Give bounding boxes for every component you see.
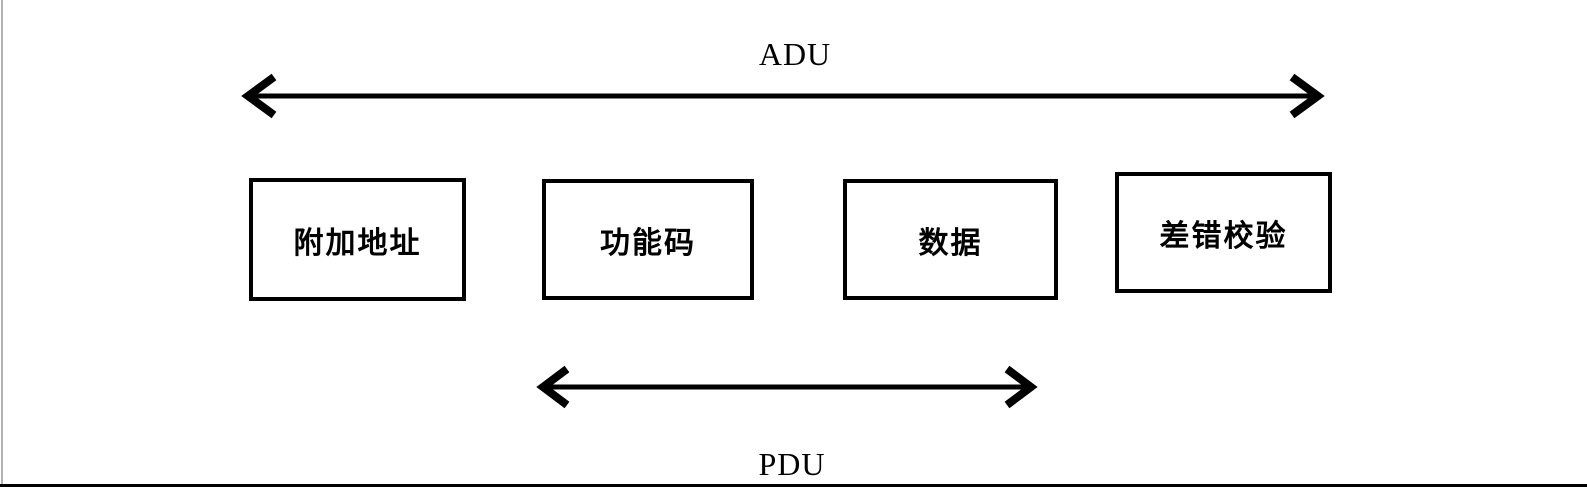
field-box-data: 数据 — [843, 179, 1058, 300]
field-box-function-code: 功能码 — [542, 179, 754, 300]
adu-double-arrow — [241, 73, 1325, 119]
page-bottom-border — [0, 484, 1587, 487]
page-left-border — [1, 0, 3, 487]
field-box-error-check: 差错校验 — [1115, 172, 1332, 293]
field-box-additional-address-label: 附加地址 — [293, 226, 422, 260]
field-box-error-check-label: 差错校验 — [1159, 219, 1288, 253]
field-box-data-label: 数据 — [918, 226, 983, 260]
field-box-additional-address: 附加地址 — [249, 178, 466, 301]
field-box-function-code-label: 功能码 — [600, 226, 696, 260]
adu-span-label: ADU — [758, 36, 832, 72]
pdu-span-label: PDU — [758, 446, 826, 482]
pdu-double-arrow — [536, 365, 1038, 409]
